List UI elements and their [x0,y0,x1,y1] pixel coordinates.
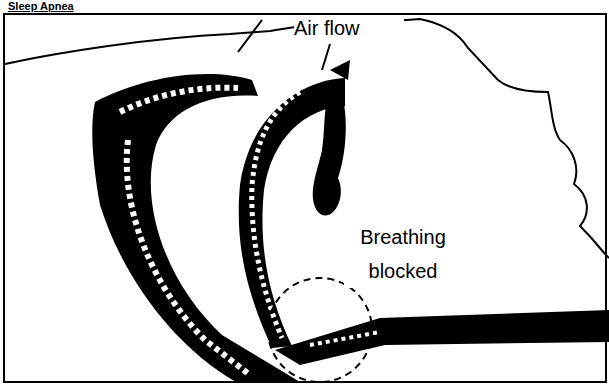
tongue-base [275,310,609,365]
soft-palate [313,80,346,216]
part-label: Breathing blocked [344,220,462,288]
nasal-tip [330,60,350,80]
palate-band [239,78,345,348]
diagram-title: Sleep Apnea [8,0,74,13]
blockage-circle [268,278,372,382]
leader-line [238,20,262,52]
part-label: Air flow [294,16,404,40]
airflow-stipple [120,88,250,375]
leader-line [322,44,330,70]
